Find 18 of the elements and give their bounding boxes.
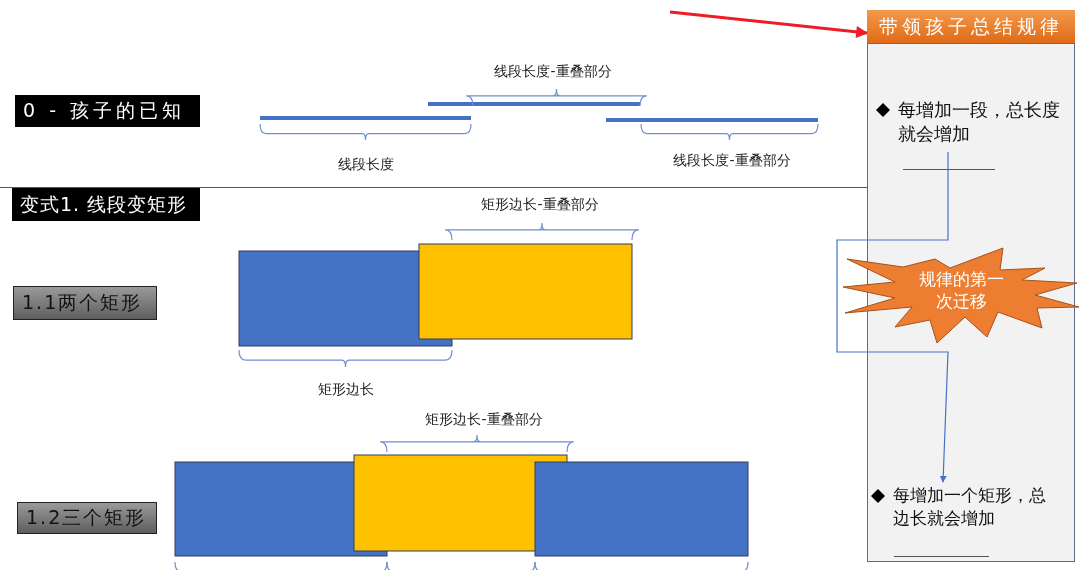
bracket-label: 矩形边长-重叠部分: [425, 411, 543, 429]
bullet-text: 每增加一段，总长度就会增加: [898, 98, 1061, 147]
bullet-text: 每增加一个矩形，总边长就会增加: [893, 484, 1047, 530]
starburst: [843, 246, 1080, 346]
bracket-label: 矩形边长: [318, 381, 374, 399]
summary-panel: [867, 43, 1075, 562]
arrow: [836, 151, 949, 483]
title-banner: 带领孩子总结规律: [867, 10, 1075, 43]
step-box: 1.1两个矩形: [13, 286, 157, 320]
bracket-label: 线段长度: [338, 156, 394, 174]
starburst-text: 规律的第一次迁移: [918, 268, 1005, 313]
bracket-label: 线段长度-重叠部分: [673, 152, 791, 170]
arrow: [669, 10, 869, 38]
bracket-label: 矩形边长-重叠部分: [481, 196, 599, 214]
heading-box: 变式1. 线段变矩形: [12, 188, 200, 221]
step-box: 1.2三个矩形: [17, 502, 157, 534]
heading-box: 0 - 孩子的已知: [15, 95, 200, 127]
bracket-label: 线段长度-重叠部分: [494, 63, 612, 81]
